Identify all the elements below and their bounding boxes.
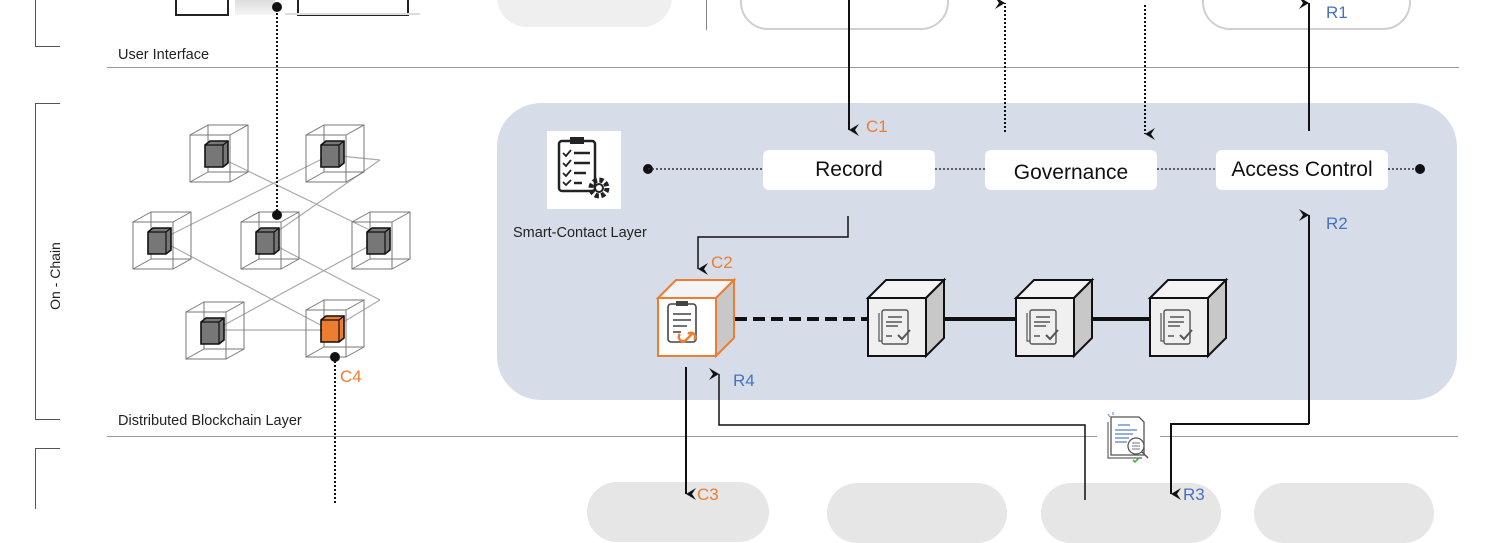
arrow-c2 bbox=[697, 216, 849, 275]
network-node bbox=[305, 124, 365, 183]
label-smart-contract-layer: Smart-Contact Layer bbox=[513, 225, 647, 241]
module-governance[interactable]: Governance bbox=[985, 150, 1157, 190]
divider-blockchain-layer bbox=[107, 436, 1097, 437]
network-node bbox=[189, 124, 249, 183]
network-nodes bbox=[132, 124, 411, 360]
ui-grey-box-partial bbox=[497, 0, 672, 27]
audit-document-icon bbox=[1107, 412, 1149, 464]
label-user-interface: User Interface bbox=[118, 47, 210, 63]
network-node-highlighted bbox=[305, 299, 365, 358]
device-tablet-partial bbox=[175, 0, 229, 16]
code-c2: C2 bbox=[711, 253, 733, 272]
off-chain-bracket-partial bbox=[35, 448, 60, 509]
network-node bbox=[351, 211, 411, 270]
code-r2: R2 bbox=[1326, 214, 1348, 233]
module-governance-label: Governance bbox=[1013, 161, 1129, 184]
device-monitor-stand bbox=[235, 0, 275, 15]
module-record[interactable]: Record bbox=[763, 150, 935, 190]
chain-block bbox=[865, 277, 947, 359]
on-chain-bracket-top-tail bbox=[35, 0, 60, 47]
arrow-r4 bbox=[709, 368, 1086, 500]
code-r3: R3 bbox=[1183, 485, 1205, 504]
device-laptop-partial bbox=[297, 0, 409, 16]
ui-link-dot-top bbox=[272, 2, 282, 12]
code-c4: C4 bbox=[340, 367, 362, 386]
ui-box-top-center bbox=[740, 0, 949, 30]
module-record-label: Record bbox=[815, 158, 883, 181]
on-chain-bracket bbox=[35, 103, 60, 420]
ui-link-dot-bottom bbox=[272, 210, 282, 220]
device-laptop-base bbox=[285, 13, 420, 15]
network-node bbox=[132, 211, 192, 270]
ui-separator bbox=[706, 0, 707, 30]
sc-row-dot-right bbox=[1415, 164, 1425, 174]
divider-ui-layer bbox=[107, 67, 1459, 68]
chain-block-new bbox=[655, 277, 737, 359]
label-distributed-blockchain-layer: Distributed Blockchain Layer bbox=[118, 413, 302, 429]
code-c1: C1 bbox=[866, 117, 888, 136]
chain-block bbox=[1147, 277, 1229, 359]
module-access-control-label: Access Control bbox=[1231, 158, 1373, 181]
code-r4: R4 bbox=[733, 371, 755, 390]
smart-contract-icon bbox=[547, 131, 621, 209]
network-node bbox=[185, 301, 245, 360]
module-access-control[interactable]: Access Control bbox=[1216, 150, 1388, 190]
chain-blocks bbox=[655, 277, 1229, 359]
divider-blockchain-layer-right bbox=[1160, 436, 1458, 437]
network-node bbox=[240, 211, 300, 270]
chain-block bbox=[1013, 277, 1095, 359]
arrow-r3 bbox=[1170, 423, 1309, 500]
code-c3: C3 bbox=[697, 485, 719, 504]
code-r1: R1 bbox=[1326, 3, 1348, 22]
diagram-connections bbox=[132, 0, 1425, 505]
